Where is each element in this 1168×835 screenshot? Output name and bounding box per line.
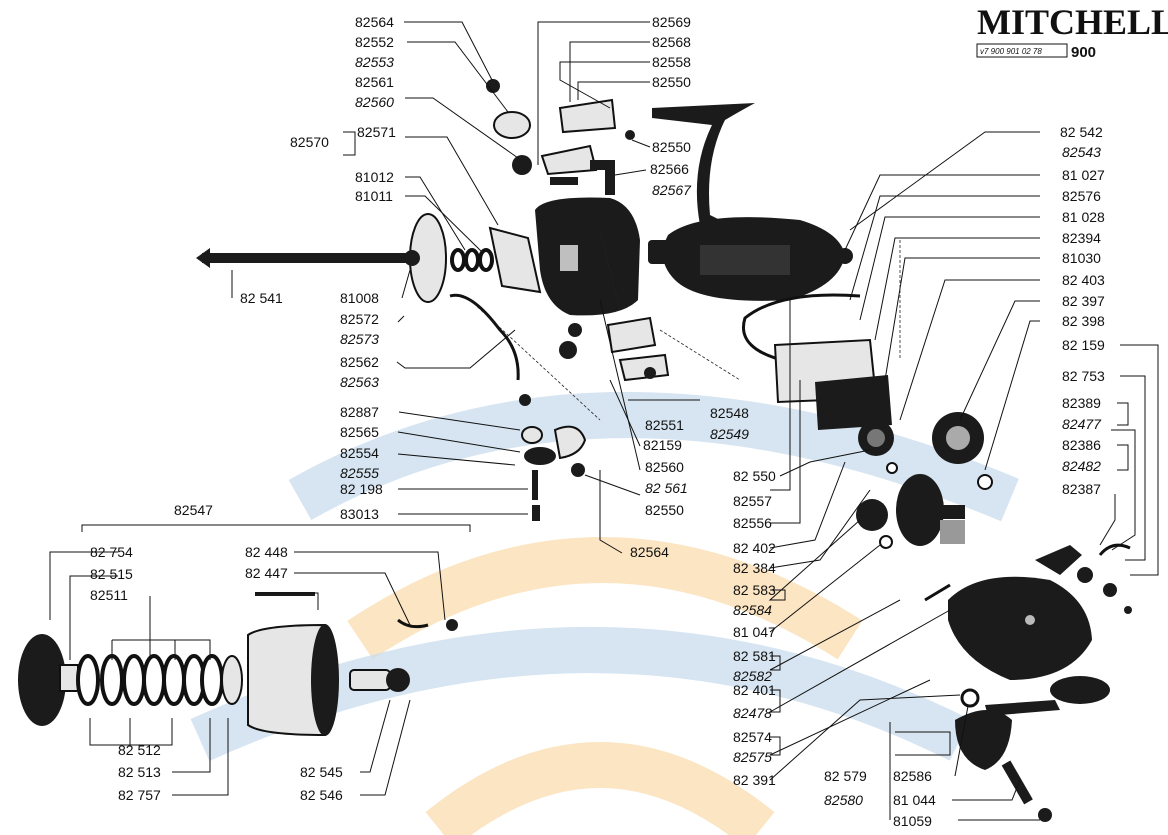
label-82575: 82575 xyxy=(733,749,772,765)
label-82573: 82573 xyxy=(340,331,379,347)
label-82512: 82 512 xyxy=(118,742,161,758)
label-82397: 82 397 xyxy=(1062,293,1105,309)
label-82541: 82 541 xyxy=(240,290,283,306)
brand-stamp: v7 900 901 02 78 xyxy=(980,47,1042,56)
label-82757: 82 757 xyxy=(118,787,161,803)
label-82387: 82387 xyxy=(1062,481,1101,497)
label-82572: 82572 xyxy=(340,311,379,327)
label-82560: 82560 xyxy=(355,94,394,110)
label-82584: 82584 xyxy=(733,602,772,618)
label-82556: 82556 xyxy=(733,515,772,531)
label-82579: 82 579 xyxy=(824,768,867,784)
label-82570: 82570 xyxy=(290,134,329,150)
label-83013: 83013 xyxy=(340,506,379,522)
label-82562: 82562 xyxy=(340,354,379,370)
main-shaft-part xyxy=(202,253,410,263)
leader-lines xyxy=(49,21,1159,821)
label-81059: 81059 xyxy=(893,813,932,829)
reel-foot-part xyxy=(652,103,755,225)
label-82384: 82 384 xyxy=(733,560,776,576)
label-82582: 82582 xyxy=(733,668,772,684)
label-82511: 82511 xyxy=(90,587,128,603)
label-82560: 82560 xyxy=(645,459,684,475)
label-82478: 82478 xyxy=(733,705,772,721)
label-82581: 82 581 xyxy=(733,648,776,664)
label-82549: 82549 xyxy=(710,426,749,442)
label-82557: 82557 xyxy=(733,493,772,509)
body-housing-part xyxy=(535,197,640,316)
label-82574: 82574 xyxy=(733,729,772,745)
label-82394: 82394 xyxy=(1062,230,1101,246)
brand-model: 900 xyxy=(1071,44,1096,61)
shaft-tip-part xyxy=(196,248,210,268)
label-82551: 82551 xyxy=(645,417,684,433)
label-81030: 81030 xyxy=(1062,250,1101,266)
label-82561: 82 561 xyxy=(645,480,688,496)
label-82403: 82 403 xyxy=(1062,272,1105,288)
label-82550: 82550 xyxy=(652,74,691,90)
label-82550: 82 550 xyxy=(733,468,776,484)
label-82542: 82 542 xyxy=(1060,124,1103,140)
plate-part xyxy=(488,226,542,294)
part-labels: 82564 82552 82553 82561 82560 82570 8257… xyxy=(90,14,1105,829)
label-82550: 82550 xyxy=(645,502,684,518)
side-cover-part xyxy=(948,576,1092,680)
label-82448: 82 448 xyxy=(245,544,288,560)
label-82389: 82389 xyxy=(1062,395,1101,411)
label-82552: 82552 xyxy=(355,34,394,50)
label-82586: 82586 xyxy=(893,768,932,784)
label-82550: 82550 xyxy=(652,139,691,155)
label-82567: 82567 xyxy=(652,182,692,198)
label-82553: 82553 xyxy=(355,54,394,70)
label-82159: 82 159 xyxy=(1062,337,1105,353)
label-81008: 81008 xyxy=(340,290,379,306)
label-82545: 82 545 xyxy=(300,764,343,780)
brand-block: MITCHELL v7 900 901 02 78 900 xyxy=(976,2,1168,61)
drag-knob-part xyxy=(18,634,66,726)
label-82391: 82 391 xyxy=(733,772,776,788)
label-81027: 81 027 xyxy=(1062,167,1105,183)
label-82569: 82569 xyxy=(652,14,691,30)
label-82753: 82 753 xyxy=(1062,368,1105,384)
label-82159: 82159 xyxy=(643,437,682,453)
label-82564: 82564 xyxy=(355,14,394,30)
label-81011: 81011 xyxy=(355,188,393,204)
brand-name: MITCHELL xyxy=(977,2,1168,42)
label-81028: 81 028 xyxy=(1062,209,1105,225)
label-81044: 81 044 xyxy=(893,792,936,808)
label-82398: 82 398 xyxy=(1062,313,1105,329)
label-82546: 82 546 xyxy=(300,787,343,803)
label-82565: 82565 xyxy=(340,424,379,440)
label-82555: 82555 xyxy=(340,465,379,481)
label-82568: 82568 xyxy=(652,34,691,50)
label-82477: 82477 xyxy=(1062,416,1102,432)
label-82513: 82 513 xyxy=(118,764,161,780)
label-82515: 82 515 xyxy=(90,566,133,582)
label-82563: 82563 xyxy=(340,374,379,390)
label-82447: 82 447 xyxy=(245,565,288,581)
part-shapes xyxy=(18,79,1132,822)
label-81012: 81012 xyxy=(355,169,394,185)
label-82401: 82 401 xyxy=(733,682,776,698)
label-82482: 82482 xyxy=(1062,458,1101,474)
label-82547: 82547 xyxy=(174,502,213,518)
label-82198: 82 198 xyxy=(340,481,383,497)
label-82754: 82 754 xyxy=(90,544,133,560)
label-81047: 81 047 xyxy=(733,624,776,640)
label-82548: 82548 xyxy=(710,405,749,421)
label-82558: 82558 xyxy=(652,54,691,70)
label-82576: 82576 xyxy=(1062,188,1101,204)
label-82583: 82 583 xyxy=(733,582,776,598)
label-82566: 82566 xyxy=(650,161,689,177)
label-82561: 82561 xyxy=(355,74,394,90)
label-82386: 82386 xyxy=(1062,437,1101,453)
label-82887: 82887 xyxy=(340,404,379,420)
label-82571: 82571 xyxy=(357,124,396,140)
label-82402: 82 402 xyxy=(733,540,776,556)
label-82543: 82543 xyxy=(1062,144,1101,160)
label-82564: 82564 xyxy=(630,544,669,560)
label-82580: 82580 xyxy=(824,792,863,808)
label-82554: 82554 xyxy=(340,445,379,461)
